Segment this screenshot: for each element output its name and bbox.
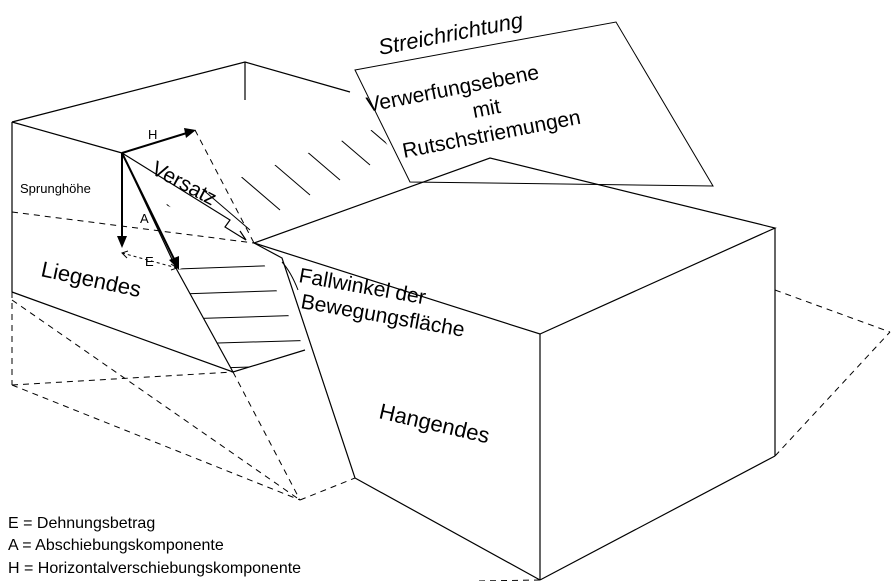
legend: E = Dehnungsbetrag A = Abschiebungskompo… (8, 515, 301, 577)
legend-a: A = Abschiebungskomponente (8, 537, 224, 554)
label-hangendes: Hangendes (377, 399, 492, 449)
legend-e: E = Dehnungsbetrag (8, 515, 155, 532)
e-dim (121, 250, 179, 271)
legend-h: H = Horizontalverschiebungskomponente (8, 560, 301, 577)
label-sprunghoehe: Sprunghöhe (20, 181, 91, 196)
label-h: H (148, 127, 157, 142)
label-verwerfungsebene: Verwerfungsebene (365, 61, 541, 117)
versatz-arrow (121, 152, 247, 241)
label-versatz: Versatz (148, 157, 221, 210)
dip-angle-arc (281, 261, 299, 291)
label-mit: mit (471, 95, 503, 123)
construction-dashes (11, 129, 891, 581)
fault-plane-panel (354, 21, 714, 187)
label-a: A (140, 211, 149, 226)
label-e: E (145, 254, 154, 269)
hangingwall-block (252, 157, 777, 581)
vectors (117, 128, 196, 270)
label-liegendes: Liegendes (39, 256, 144, 302)
footwall-block (11, 61, 351, 373)
